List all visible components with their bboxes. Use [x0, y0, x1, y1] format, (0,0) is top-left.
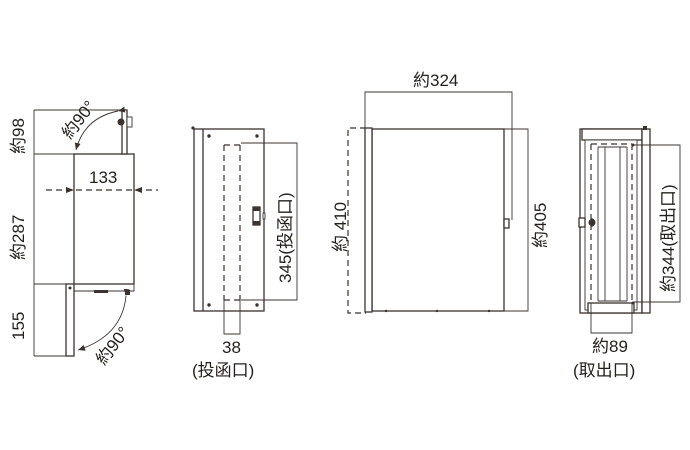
side-bottom-height-label: 155 [9, 312, 28, 340]
front-total-height-dashed [347, 127, 366, 314]
front-body-height-label: 約405 [531, 203, 550, 248]
top-angle-arc [74, 106, 126, 151]
side-door-open [65, 283, 75, 357]
side-body [73, 153, 135, 285]
side-view: 約98 約287 155 133 約90° 約90° [9, 97, 158, 368]
front-body [371, 128, 505, 312]
front-hinge-strip [364, 127, 373, 313]
side-body-height-label: 約287 [9, 215, 28, 260]
retrieval-opening-outline [590, 143, 633, 302]
side-bottom-angle-label: 約90° [92, 323, 133, 368]
side-top-angle-label: 約90° [58, 97, 99, 142]
retrieval-opening-width-caption: (取出口) [573, 361, 635, 380]
rear-latch [578, 217, 586, 228]
front-view: 約324 約 410 約405 [331, 71, 550, 314]
front-total-height-label: 約 410 [331, 202, 350, 252]
side-lid-open [121, 109, 128, 155]
retrieval-opening-height-label: 約344(取出口) [659, 184, 678, 292]
slot-height-label: 345(投函口) [276, 192, 295, 283]
slot-width-caption: (投函口) [192, 361, 254, 380]
retrieval-opening-width-label: 約89 [592, 337, 628, 356]
side-depth-label: 133 [89, 168, 117, 187]
back-view: 345(投函口) 38 (投函口) [191, 126, 298, 380]
front-width-label: 約324 [413, 71, 458, 90]
back-body [193, 128, 265, 312]
slot-width-label: 38 [222, 338, 241, 357]
rear-door-view: 約344(取出口) 約89 (取出口) [573, 126, 681, 380]
rear-top-cap [581, 128, 643, 141]
bottom-angle-arc [77, 288, 130, 351]
side-top-height-label: 約98 [9, 118, 28, 154]
